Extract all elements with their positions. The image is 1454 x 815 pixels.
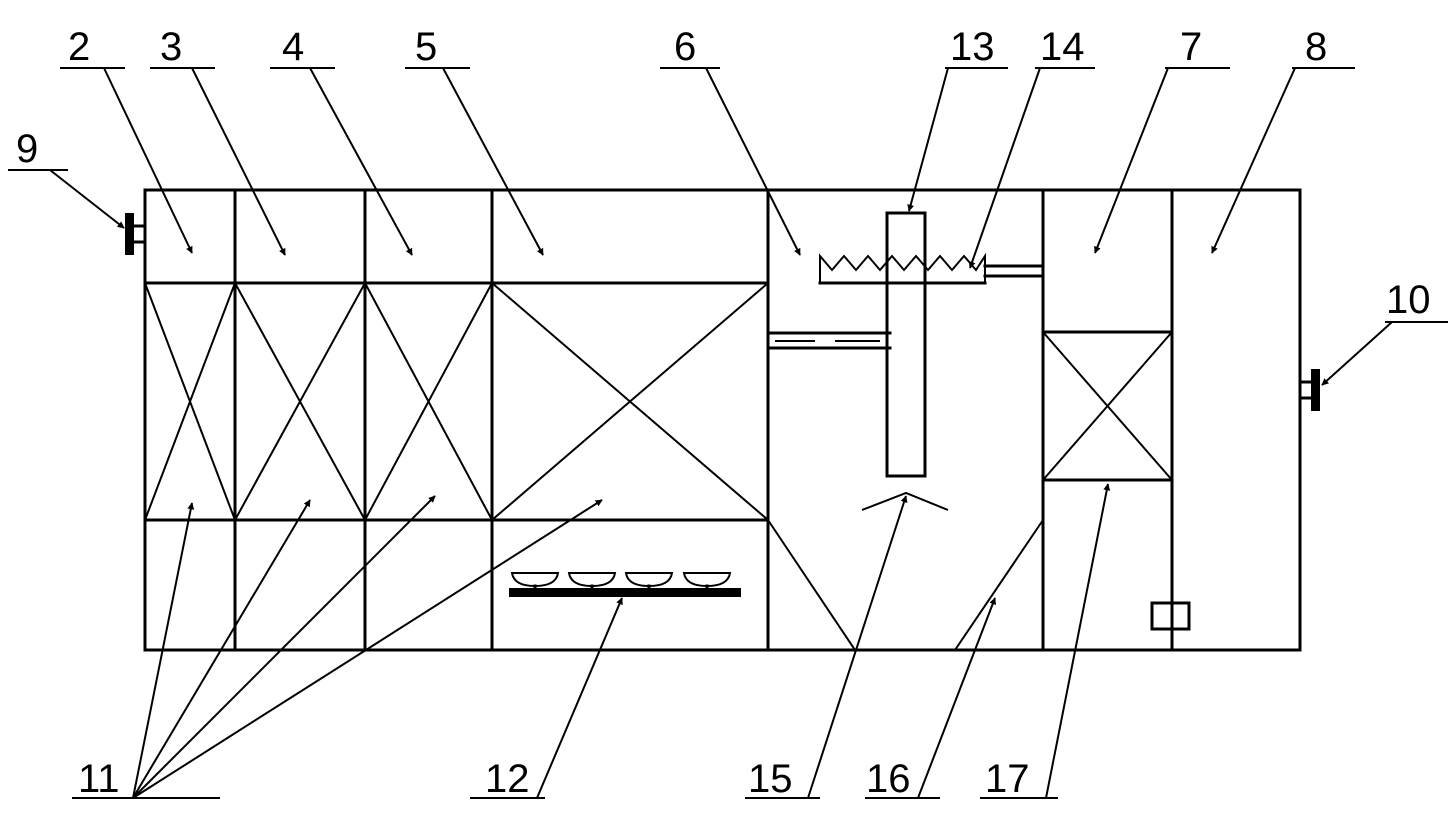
label-13: 13 (950, 25, 995, 69)
filler-media (143, 281, 770, 522)
pump-box (1150, 601, 1191, 631)
sludge-hopper (767, 519, 1044, 651)
sawtooth-weir (818, 252, 1045, 285)
label-5: 5 (415, 25, 437, 69)
aerator-disc (682, 572, 732, 594)
label-9: 9 (16, 127, 38, 171)
aerator-assembly (509, 572, 741, 597)
tank-outline (143, 188, 1302, 652)
aerator-disc (624, 572, 674, 594)
filter-block (1041, 330, 1174, 482)
outlet-valve (1298, 369, 1320, 411)
inlet-valve (125, 213, 147, 255)
label-16: 16 (866, 757, 911, 801)
reflector-cone (861, 491, 949, 511)
label-11: 11 (78, 757, 120, 801)
aerator-disc (567, 572, 617, 594)
aerator-disc (510, 572, 560, 594)
label-4: 4 (282, 25, 304, 69)
label-15: 15 (748, 757, 793, 801)
label-10: 10 (1386, 278, 1431, 322)
label-17: 17 (985, 757, 1030, 801)
label-6: 6 (674, 25, 696, 69)
label-2: 2 (68, 25, 90, 69)
compartment-walls (233, 188, 1174, 652)
callout-labels: 2 3 4 5 6 13 14 7 8 9 10 11 12 15 16 17 (16, 25, 1431, 801)
label-8: 8 (1305, 25, 1327, 69)
center-pipe (885, 211, 927, 478)
label-12: 12 (485, 757, 530, 801)
label-7: 7 (1180, 25, 1202, 69)
leader-lines (8, 67, 1448, 799)
transfer-pipe (766, 331, 892, 350)
label-3: 3 (160, 25, 182, 69)
label-14: 14 (1040, 25, 1085, 69)
